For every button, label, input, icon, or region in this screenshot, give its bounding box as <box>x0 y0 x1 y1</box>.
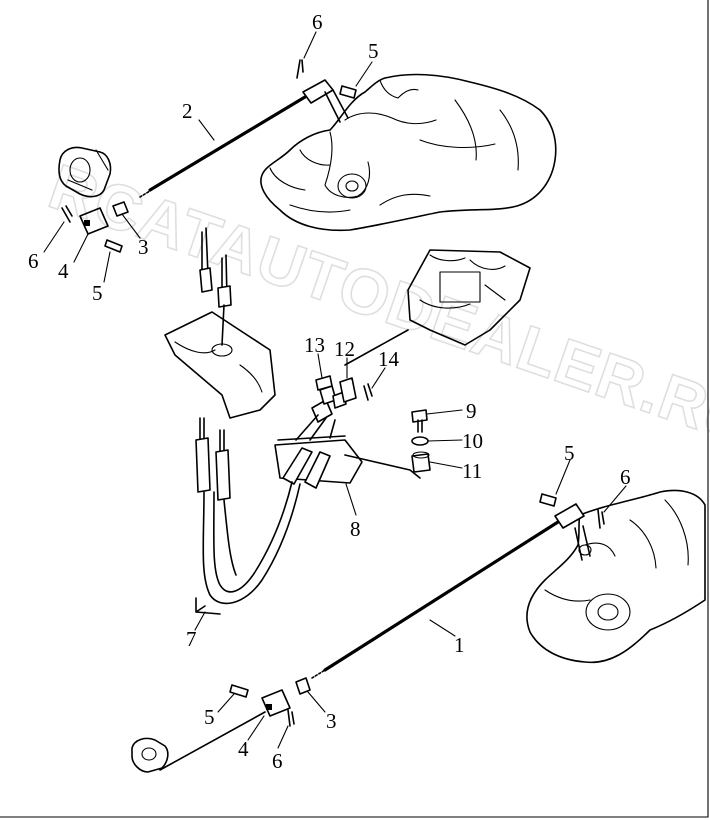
callout-4-top: 4 <box>58 259 69 283</box>
small-parts-9-10-11 <box>411 409 431 473</box>
nut-3-top <box>112 201 129 217</box>
callout-6-bottom: 6 <box>272 749 283 773</box>
cotter-pin-6-top <box>296 59 304 79</box>
cotter-pin-6-left <box>61 205 73 223</box>
cotter-pin-6-right <box>597 509 605 529</box>
bolt-5-right <box>539 493 557 507</box>
callout-3-bottom: 3 <box>326 709 337 733</box>
callout-7: 7 <box>186 627 197 651</box>
lower-left-fittings <box>131 677 311 773</box>
washer-10 <box>411 436 429 446</box>
small-parts-12-13-14 <box>315 375 373 403</box>
cotter-pin-14 <box>363 383 373 401</box>
cable-bracket-8 <box>274 385 421 489</box>
clevis-4-bottom <box>261 689 291 717</box>
lower-rod-end <box>554 503 585 529</box>
callout-13: 13 <box>304 333 325 357</box>
cable-assembly-7 <box>195 417 301 615</box>
callout-6-right: 6 <box>620 465 631 489</box>
upper-control-cable <box>139 59 357 198</box>
callout-5-left: 5 <box>92 281 103 305</box>
callout-12: 12 <box>334 337 355 361</box>
lower-left-clamp <box>131 737 169 773</box>
callout-4-bottom: 4 <box>238 737 249 761</box>
callout-6-left: 6 <box>28 249 39 273</box>
upper-left-clamp <box>58 146 112 198</box>
callout-labels: 6 5 2 3 6 4 5 13 12 14 9 10 11 8 5 6 7 1… <box>28 10 631 773</box>
callout-5-right: 5 <box>564 441 575 465</box>
callout-2: 2 <box>182 99 193 123</box>
upper-left-fittings <box>61 201 129 253</box>
pin-13 <box>315 375 333 391</box>
nut-3-bottom <box>295 677 311 695</box>
bolt-5-bottom <box>229 684 249 698</box>
clevis-12 <box>339 377 357 403</box>
callout-6-top: 6 <box>312 10 323 34</box>
clevis-4-top <box>79 207 109 235</box>
bolt-5-left <box>104 239 123 253</box>
callout-5-bottom: 5 <box>204 705 215 729</box>
callout-8: 8 <box>350 517 361 541</box>
upper-transmission-housing <box>260 73 557 232</box>
callout-11: 11 <box>462 459 482 483</box>
callout-1: 1 <box>454 633 465 657</box>
bolt-9-head <box>411 409 428 423</box>
leader-lines <box>43 31 627 749</box>
callout-9: 9 <box>466 399 477 423</box>
callout-14: 14 <box>378 347 400 371</box>
bushing-11 <box>411 453 431 473</box>
control-lever-stand <box>164 227 276 419</box>
callout-3-top: 3 <box>138 235 149 259</box>
bolt-5-top <box>339 85 357 99</box>
lower-control-cable <box>311 493 605 679</box>
watermark-text: RCATAUTODEALER.RU <box>40 150 710 459</box>
lower-transmission-housing <box>526 489 706 664</box>
callout-5-top: 5 <box>368 39 379 63</box>
cotter-pin-6-bottom <box>287 709 295 727</box>
callout-10: 10 <box>462 429 483 453</box>
valve-body-bracket <box>344 249 531 366</box>
